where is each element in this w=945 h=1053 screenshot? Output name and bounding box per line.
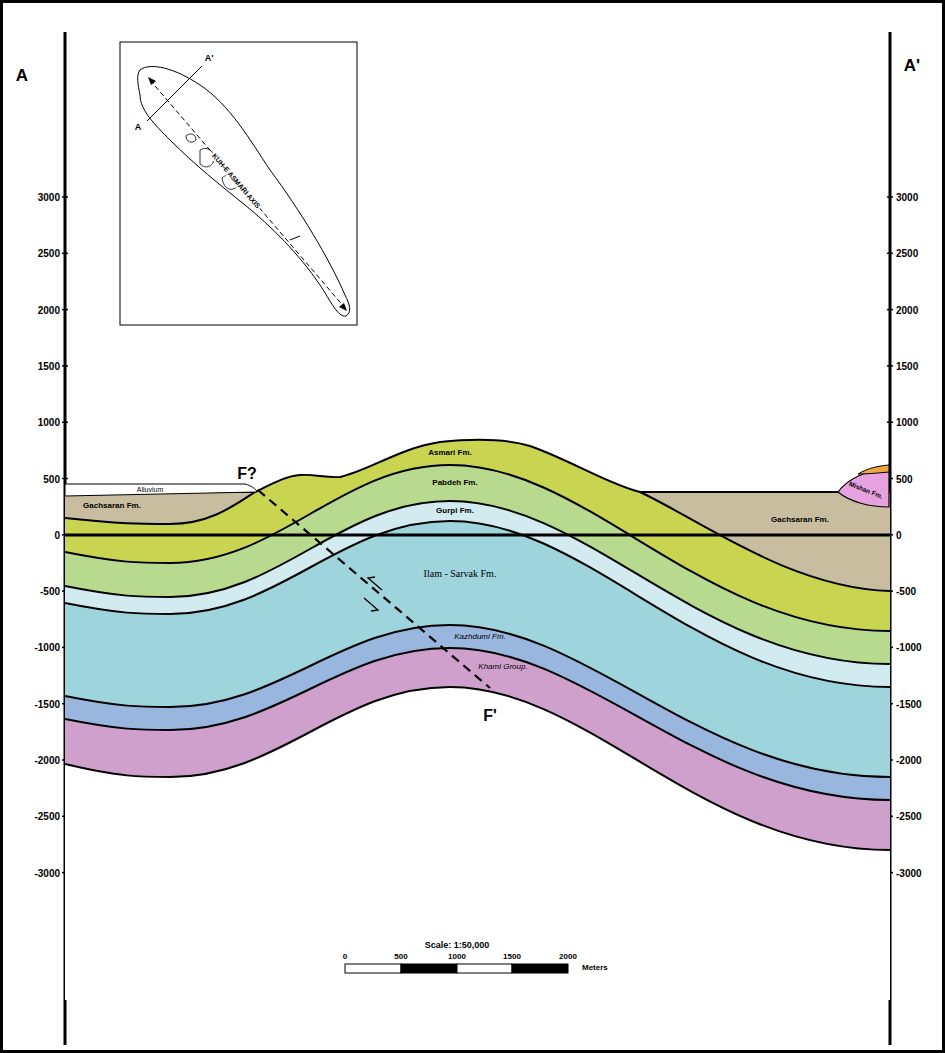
- mishan-cap: [858, 465, 889, 474]
- gachsaran-unit: [65, 400, 890, 1000]
- khami-unit: [65, 648, 890, 1000]
- axis-tick: [887, 309, 893, 311]
- axis-tick: [62, 365, 68, 367]
- formation-name: Alluvium: [137, 486, 163, 494]
- formation-name: Gachsaran Fm.: [83, 502, 141, 511]
- alluvium-lens: [65, 484, 257, 496]
- inset-section-label: A': [205, 54, 214, 64]
- fault-label: F?: [237, 465, 257, 483]
- axis-arrowhead: [148, 77, 347, 311]
- elevation-value: 2500: [38, 248, 60, 259]
- axis-tick: [290, 236, 300, 240]
- elevation-value: 1000: [896, 417, 918, 428]
- axis-tick: [62, 478, 68, 480]
- elevation-value: -2000: [896, 755, 922, 766]
- fault-label: F': [483, 707, 497, 725]
- axis-tick: [62, 309, 68, 311]
- elevation-value: 500: [896, 473, 913, 484]
- fault-trace: [258, 490, 490, 688]
- scale-value: 1500: [503, 953, 521, 962]
- scale-value: 1000: [448, 953, 466, 962]
- axis-tick: [62, 196, 68, 198]
- axis-tick: [62, 421, 68, 423]
- formation-name: Kazhdumi Fm.: [454, 633, 506, 642]
- kazhdumi-unit: [65, 625, 890, 1000]
- asmari-unit: [65, 440, 890, 1000]
- scale-value: 0: [343, 953, 347, 962]
- scale-text: Scale: 1:50,000: [425, 941, 490, 951]
- elevation-value: 2500: [896, 248, 918, 259]
- elevation-value: 0: [896, 529, 902, 540]
- below-section: [65, 687, 890, 1000]
- elevation-value: 3000: [38, 192, 60, 203]
- anticline-axis: [150, 80, 345, 308]
- formation-name: Gachsaran Fm.: [771, 516, 829, 525]
- axis-tick: [887, 253, 893, 255]
- fault-motion-arrow: [368, 577, 382, 590]
- elevation-value: 1000: [38, 417, 60, 428]
- formation-name: Asmari Fm.: [428, 449, 472, 458]
- inset-frame: [120, 42, 357, 325]
- scale-value: 500: [394, 953, 407, 962]
- elevation-value: 1500: [38, 360, 60, 371]
- fault-motion-arrow: [364, 598, 378, 611]
- formation-name: Ilam - Sarvak Fm.: [424, 568, 497, 579]
- axis-tick: [887, 421, 893, 423]
- elevation-value: 2000: [38, 304, 60, 315]
- axis-tick: [887, 196, 893, 198]
- elevation-value: -2500: [34, 811, 60, 822]
- scale-value: 2000: [559, 953, 577, 962]
- section-line: [147, 66, 202, 121]
- strata: [65, 400, 890, 1000]
- formation-name: Gurpi Fm.: [436, 507, 474, 516]
- elevation-value: 2000: [896, 304, 918, 315]
- gurpi-unit: [65, 501, 890, 1000]
- formation-name: Khami Group.: [478, 663, 527, 672]
- formation-name: Pabdeh Fm.: [432, 479, 477, 488]
- elevation-value: 1500: [896, 360, 918, 371]
- axis-tick: [887, 365, 893, 367]
- scale-bar: [345, 964, 568, 973]
- elevation-value: -1500: [34, 698, 60, 709]
- sea-level-line: [65, 534, 890, 537]
- elevation-value: -2000: [34, 755, 60, 766]
- elevation-value: -500: [40, 586, 60, 597]
- anticline-outline: [138, 66, 350, 316]
- elevation-value: -500: [896, 586, 916, 597]
- pabdeh-unit: [65, 465, 890, 1000]
- elevation-value: -3000: [34, 867, 60, 878]
- elevation-value: -1000: [896, 642, 922, 653]
- inset-section-label: A: [135, 123, 142, 133]
- elevation-value: 3000: [896, 192, 918, 203]
- scale-unit: Meters: [582, 964, 608, 973]
- section-end-label: A: [16, 67, 28, 86]
- section-end-label: A': [904, 57, 920, 76]
- ilam-sarvak-unit: [65, 521, 890, 1000]
- axis-tick: [62, 253, 68, 255]
- elevation-value: -3000: [896, 867, 922, 878]
- elevation-value: -1000: [34, 642, 60, 653]
- elevation-value: -2500: [896, 811, 922, 822]
- elevation-value: -1500: [896, 698, 922, 709]
- elevation-value: 500: [43, 473, 60, 484]
- contacts: [65, 465, 890, 850]
- elevation-value: 0: [54, 529, 60, 540]
